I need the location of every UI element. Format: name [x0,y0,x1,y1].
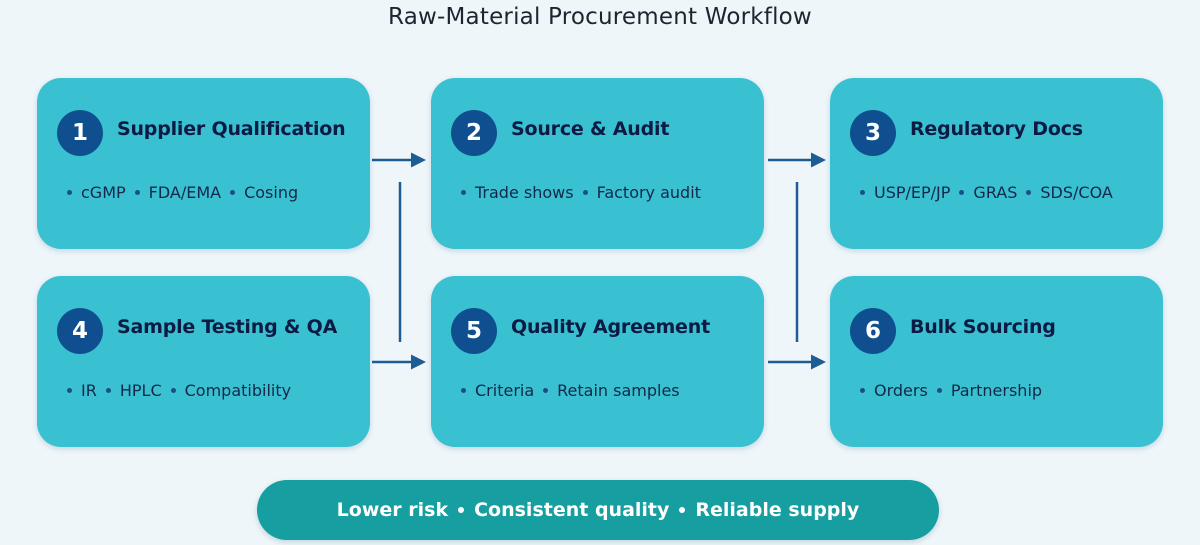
step-item: USP/EP/JP [874,183,951,202]
step-items: Criteria Retain samples [461,381,680,400]
step-number-badge: 4 [57,308,103,354]
step-title: Source & Audit [511,118,670,140]
step-number-badge: 1 [57,110,103,156]
bullet-icon [936,388,942,393]
bullet-icon [679,507,686,513]
summary-banner: Lower risk Consistent quality Reliable s… [257,480,939,540]
step-item: Compatibility [184,381,292,400]
bullet-icon [67,190,72,195]
step-card-4: 4 Sample Testing & QA IR HPLC Compatibil… [37,276,370,447]
bullet-icon [230,190,236,195]
bullet-icon [461,388,466,393]
banner-item: Reliable supply [695,499,860,521]
step-card-3: 3 Regulatory Docs USP/EP/JP GRAS SDS/COA [830,78,1163,249]
step-title: Quality Agreement [511,316,710,338]
step-item: Orders [874,381,928,400]
step-item: FDA/EMA [148,183,222,202]
bullet-icon [543,388,549,393]
step-item: Factory audit [596,183,701,202]
bullet-icon [582,190,588,195]
step-number-badge: 3 [850,110,896,156]
diagram-title: Raw-Material Procurement Workflow [388,4,812,30]
bullet-icon [105,388,111,393]
step-item: SDS/COA [1040,183,1113,202]
step-items: Orders Partnership [860,381,1042,400]
step-items: IR HPLC Compatibility [67,381,291,400]
step-card-5: 5 Quality Agreement Criteria Retain samp… [431,276,764,447]
bullet-icon [959,190,965,195]
bullet-icon [67,388,72,393]
bullet-icon [860,388,865,393]
bullet-icon [1026,190,1032,195]
step-item: IR [81,381,97,400]
step-title: Sample Testing & QA [117,316,338,338]
step-item: Criteria [475,381,535,400]
step-title: Regulatory Docs [910,118,1083,140]
step-item: GRAS [973,183,1018,202]
step-items: Trade shows Factory audit [461,183,701,202]
bullet-icon [860,190,865,195]
bullet-icon [458,507,465,513]
step-card-6: 6 Bulk Sourcing Orders Partnership [830,276,1163,447]
step-items: cGMP FDA/EMA Cosing [67,183,298,202]
step-item: cGMP [81,183,126,202]
banner-item: Lower risk [336,499,449,521]
step-number-badge: 2 [451,110,497,156]
bullet-icon [134,190,140,195]
step-item: HPLC [119,381,162,400]
step-items: USP/EP/JP GRAS SDS/COA [860,183,1113,202]
step-card-2: 2 Source & Audit Trade shows Factory aud… [431,78,764,249]
step-item: Partnership [950,381,1043,400]
step-number-badge: 5 [451,308,497,354]
bullet-icon [170,388,176,393]
step-title: Supplier Qualification [117,118,346,140]
bullet-icon [461,190,466,195]
step-number-badge: 6 [850,308,896,354]
banner-item: Consistent quality [474,499,670,521]
step-card-1: 1 Supplier Qualification cGMP FDA/EMA Co… [37,78,370,249]
step-item: Retain samples [557,381,680,400]
step-item: Trade shows [475,183,574,202]
step-title: Bulk Sourcing [910,316,1056,338]
step-item: Cosing [244,183,299,202]
